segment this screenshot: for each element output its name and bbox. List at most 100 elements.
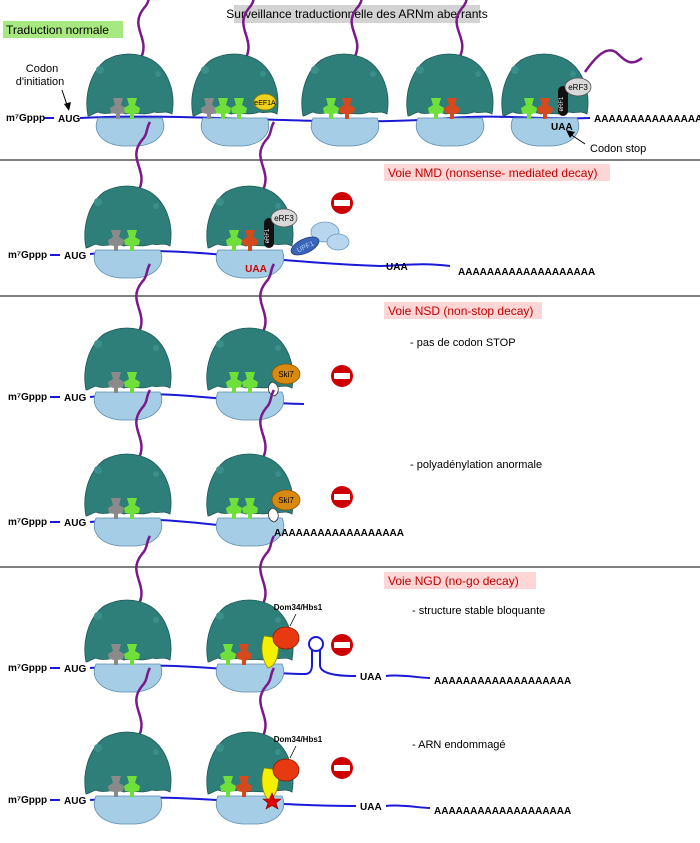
peptide-chain <box>455 0 468 61</box>
erf1-factor <box>558 86 568 116</box>
dom34-hbs1-label: Dom34/Hbs1 <box>274 603 323 612</box>
ribosome-4 <box>406 0 494 147</box>
upf1-factor <box>290 236 320 256</box>
cap-label: m⁷Gppp <box>6 113 45 124</box>
polya-tail: AAAAAAAAAAAAAAAAAA <box>274 528 404 539</box>
cap-label: m⁷Gppp <box>8 392 47 403</box>
erf3-label: eRF3 <box>274 214 294 223</box>
factor-pointer <box>289 745 297 759</box>
ngd-case1-note: - structure stable bloquante <box>412 605 545 617</box>
peptide-chain <box>259 667 276 739</box>
polya-tail: AAAAAAAAAAAAAAAAA <box>594 114 700 125</box>
factor-pointer <box>289 613 297 627</box>
erf1-factor <box>264 218 274 248</box>
nsd-case2-note: - polyadénylation anormale <box>410 459 542 471</box>
ribosome-1 <box>84 121 172 279</box>
cap-label: m⁷Gppp <box>8 795 47 806</box>
eef1a-label: eEF1A <box>254 100 276 107</box>
stem-loop <box>308 636 324 652</box>
start-codon-label: AUG <box>58 114 80 125</box>
panel-normal: Traduction normale m⁷Gppp AUG Codon d'in… <box>3 0 700 155</box>
codon-stop-arrowhead <box>566 130 575 138</box>
polya-tail: AAAAAAAAAAAAAAAAAAA <box>434 676 571 687</box>
peptide-chain <box>259 389 276 461</box>
upf1-complex: UPF1 <box>290 221 350 256</box>
ribosome-1 <box>84 535 172 693</box>
erf1-label: eRF1 <box>265 228 271 243</box>
peptide-chain <box>350 0 363 61</box>
ski7-label: Ski7 <box>278 496 294 505</box>
title-background <box>234 5 480 23</box>
stop-sign-bar <box>334 765 350 771</box>
stop-sign-bar <box>334 200 350 206</box>
initiation-label-1: Codon <box>26 63 58 75</box>
ribosome-3 <box>301 0 389 147</box>
ski7-label: Ski7 <box>278 370 294 379</box>
damage-star-icon <box>262 792 282 810</box>
ribosome-2: Ski7 <box>206 389 301 547</box>
panel-ngd: Voie NGD (no-go decay) - structure stabl… <box>8 535 571 825</box>
polya-tail: AAAAAAAAAAAAAAAAAAA <box>434 806 571 817</box>
normal-label: Traduction normale <box>6 23 109 37</box>
erf1-label: eRF1 <box>559 96 565 111</box>
start-codon-label: AUG <box>64 664 86 675</box>
cap-label: m⁷Gppp <box>8 250 47 261</box>
ribosome-5: eRF1 eRF3 <box>501 53 592 147</box>
released-peptide <box>583 49 643 73</box>
stop-sign-bar <box>334 642 350 648</box>
peptide-chain <box>135 667 152 739</box>
diagram-title: Surveillance traductionnelle des ARNm ab… <box>226 7 487 21</box>
stop-sign-bar <box>334 373 350 379</box>
stop-codon-label: UAA <box>386 262 408 273</box>
peptide-chain <box>137 0 150 61</box>
stop-codon-label: UAA <box>360 672 382 683</box>
codon-stop-label: Codon stop <box>590 143 646 155</box>
dom34-factor <box>272 626 300 650</box>
cap-label: m⁷Gppp <box>8 517 47 528</box>
premature-stop-label: UAA <box>245 264 267 275</box>
ngd-case2-note: - ARN endommagé <box>412 739 506 751</box>
ribosome-1 <box>86 0 174 147</box>
erf3-label: eRF3 <box>568 83 588 92</box>
peptide-chain <box>259 263 276 335</box>
panel-nsd: Voie NSD (non-stop decay) - pas de codon… <box>8 263 542 547</box>
panel-nmd: Voie NMD (nonsense- mediated decay) m⁷Gp… <box>8 121 610 279</box>
nmd-label: Voie NMD (nonsense- mediated decay) <box>388 166 597 180</box>
dom34-factor <box>272 758 300 782</box>
stop-codon-label: UAA <box>360 802 382 813</box>
cap-label: m⁷Gppp <box>8 663 47 674</box>
start-codon-label: AUG <box>64 796 86 807</box>
ribosome-1 <box>84 389 172 547</box>
empty-a-site <box>268 381 279 397</box>
initiation-label-2: d'initiation <box>16 76 65 88</box>
polya-tail: AAAAAAAAAAAAAAAAAAA <box>458 267 595 278</box>
dom34-hbs1-label: Dom34/Hbs1 <box>274 735 323 744</box>
start-codon-label: AUG <box>64 393 86 404</box>
stop-codon-label: UAA <box>551 122 573 133</box>
ngd-label-background <box>384 572 536 589</box>
peptide-chain <box>259 535 276 607</box>
peptide-chain <box>135 121 152 193</box>
nsd-label: Voie NSD (non-stop decay) <box>388 304 533 318</box>
ribosome-2: Dom34/Hbs1 <box>206 535 323 693</box>
ribosome-2: Dom34/Hbs1 <box>206 667 323 825</box>
mrna-strand <box>319 650 357 677</box>
initiation-arrowhead <box>64 102 71 111</box>
peptide-chain <box>259 121 276 193</box>
start-codon-label: AUG <box>64 518 86 529</box>
peptide-chain <box>135 389 152 461</box>
erf3-factor <box>564 77 592 97</box>
nmd-label-background <box>384 164 610 181</box>
ngd-label: Voie NGD (no-go decay) <box>388 574 519 588</box>
ribosome-2: Ski7 <box>206 263 301 421</box>
empty-a-site <box>268 507 279 523</box>
peptide-chain <box>242 0 255 61</box>
ski7-factor <box>271 489 301 511</box>
mrna-strand <box>385 804 431 809</box>
upf-subunit <box>326 233 350 251</box>
peptide-chain <box>135 263 152 335</box>
erf3-factor <box>270 208 298 228</box>
ribosome-2: eEF1A <box>191 0 279 147</box>
